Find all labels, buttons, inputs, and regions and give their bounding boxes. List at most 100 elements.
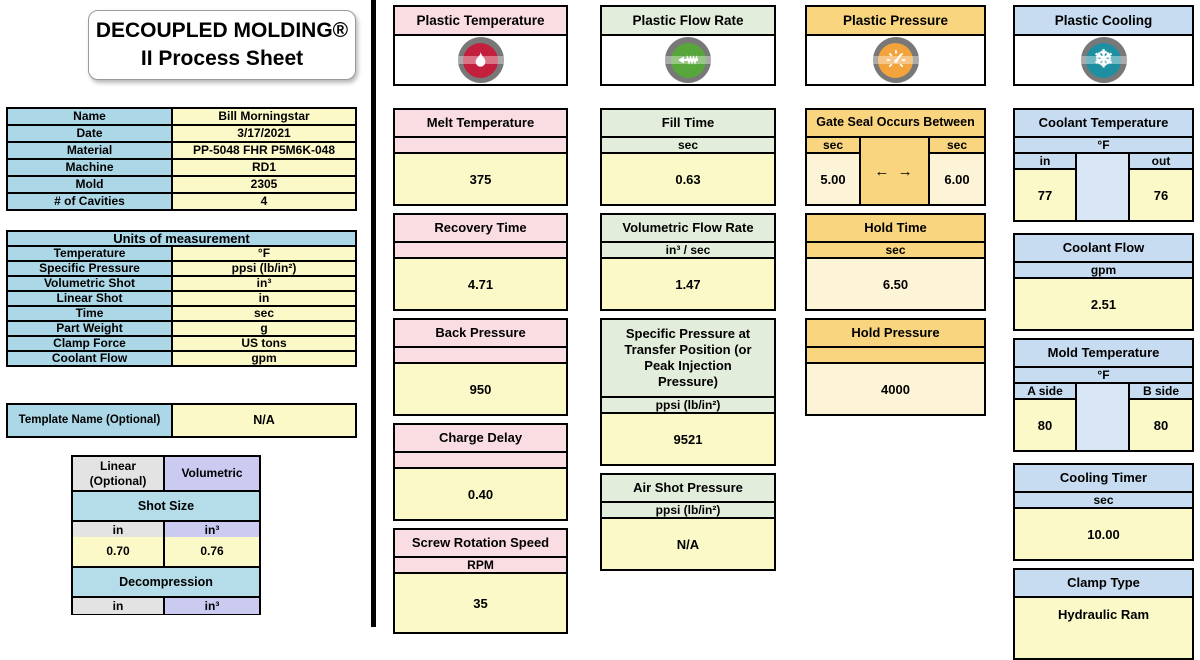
back-pressure-section: Back Pressure 950 [393,318,568,416]
coolant-temperature-section: Coolant Temperature °F in 77 out 76 [1013,108,1194,222]
coolant-out-value[interactable]: 76 [1130,170,1192,220]
sheet-title: DECOUPLED MOLDING® II Process Sheet [88,10,356,80]
plastic-cooling-title: Plastic Cooling [1015,7,1192,36]
gate-seal-unit-left: sec [807,138,859,154]
unit-value[interactable]: in³ [173,277,355,290]
plastic-cooling-header-box: Plastic Cooling ❄ [1013,5,1194,86]
gate-seal-section: Gate Seal Occurs Between sec 5.00 ← → se… [805,108,986,206]
volumetric-flow-rate-value[interactable]: 1.47 [602,259,774,309]
coolant-flow-section: Coolant Flow gpm 2.51 [1013,233,1194,331]
gate-seal-value-left[interactable]: 5.00 [807,154,859,204]
mold-label: Mold [8,177,173,192]
unit-value[interactable]: sec [173,307,355,320]
snowflake-glyph: ❄ [1093,46,1114,73]
linear-optional-header: Linear (Optional) [73,457,165,490]
coolant-flow-unit: gpm [1015,263,1192,279]
date-label: Date [8,126,173,141]
name-value[interactable]: Bill Morningstar [173,109,355,124]
mold-value[interactable]: 2305 [173,177,355,192]
hold-pressure-value[interactable]: 4000 [807,364,984,414]
hold-time-value[interactable]: 6.50 [807,259,984,309]
template-name-value[interactable]: N/A [173,405,355,436]
screw-rotation-speed-section: Screw Rotation Speed RPM 35 [393,528,568,634]
volumetric-flow-rate-section: Volumetric Flow Rate in³ / sec 1.47 [600,213,776,311]
gate-seal-label: Gate Seal Occurs Between [807,110,984,138]
clamp-type-label: Clamp Type [1015,570,1192,598]
clamp-type-value[interactable]: Hydraulic Ram [1015,598,1192,658]
charge-delay-label: Charge Delay [395,425,566,453]
air-shot-pressure-label: Air Shot Pressure [602,475,774,503]
hold-pressure-unit [807,348,984,364]
plastic-flow-rate-title: Plastic Flow Rate [602,7,774,36]
plastic-pressure-column: Plastic Pressure [805,0,986,627]
hold-time-section: Hold Time sec 6.50 [805,213,986,311]
melt-temperature-label: Melt Temperature [395,110,566,138]
hold-pressure-section: Hold Pressure 4000 [805,318,986,416]
coolant-temperature-spacer [1075,154,1130,220]
material-label: Material [8,143,173,158]
unit-value[interactable]: gpm [173,352,355,365]
shot-table-header-row: Linear (Optional) Volumetric [73,457,259,492]
recovery-time-value[interactable]: 4.71 [395,259,566,309]
mold-a-side-value[interactable]: 80 [1015,400,1075,450]
gauge-icon [869,37,922,83]
air-shot-pressure-value[interactable]: N/A [602,519,774,569]
coolant-temperature-label: Coolant Temperature [1015,110,1192,138]
charge-delay-value[interactable]: 0.40 [395,469,566,519]
unit-label: Clamp Force [8,337,173,350]
cooling-timer-value[interactable]: 10.00 [1015,509,1192,559]
shot-size-title: Shot Size [73,492,259,522]
cavities-value[interactable]: 4 [173,194,355,209]
clamp-type-section: Clamp Type Hydraulic Ram [1013,568,1194,660]
material-value[interactable]: PP-5048 FHR P5M6K-048 [173,143,355,158]
back-pressure-value[interactable]: 950 [395,364,566,414]
back-pressure-unit [395,348,566,364]
unit-value[interactable]: g [173,322,355,335]
charge-delay-section: Charge Delay 0.40 [393,423,568,521]
coolant-out-label: out [1130,154,1192,170]
unit-value[interactable]: US tons [173,337,355,350]
units-of-measurement-table: Units of measurement Temperature°F Speci… [6,230,357,367]
machine-label: Machine [8,160,173,175]
shot-size-unit-volumetric: in³ [165,522,259,539]
unit-value[interactable]: in [173,292,355,305]
volumetric-flow-rate-unit: in³ / sec [602,243,774,259]
coolant-in-value[interactable]: 77 [1015,170,1075,220]
specific-pressure-unit: ppsi (lb/in²) [602,398,774,414]
cavities-label: # of Cavities [8,194,173,209]
specific-pressure-value[interactable]: 9521 [602,414,774,464]
cooling-timer-label: Cooling Timer [1015,465,1192,493]
volumetric-flow-rate-label: Volumetric Flow Rate [602,215,774,243]
fill-time-value[interactable]: 0.63 [602,154,774,204]
shot-size-linear-value[interactable]: 0.70 [73,537,165,566]
date-value[interactable]: 3/17/2021 [173,126,355,141]
specific-pressure-section: Specific Pressure at Transfer Position (… [600,318,776,466]
melt-temperature-unit [395,138,566,154]
gate-seal-unit-right: sec [930,138,984,154]
coolant-flow-value[interactable]: 2.51 [1015,279,1192,329]
mold-b-side-value[interactable]: 80 [1130,400,1192,450]
decompression-unit-volumetric: in³ [165,598,259,615]
plastic-flow-rate-column: Plastic Flow Rate [600,0,776,627]
name-label: Name [8,109,173,124]
gate-seal-value-right[interactable]: 6.00 [930,154,984,204]
shot-size-volumetric-value[interactable]: 0.76 [165,537,259,566]
snowflake-icon: ❄ [1077,37,1130,83]
plastic-flow-rate-header-box: Plastic Flow Rate [600,5,776,86]
screw-rotation-speed-value[interactable]: 35 [395,574,566,632]
melt-temperature-value[interactable]: 375 [395,154,566,204]
unit-label: Temperature [8,247,173,260]
unit-value[interactable]: ppsi (lb/in²) [173,262,355,275]
machine-value[interactable]: RD1 [173,160,355,175]
unit-value[interactable]: °F [173,247,355,260]
plastic-temperature-column: Plastic Temperature Melt Temperature 375… [393,0,568,634]
cooling-timer-unit: sec [1015,493,1192,509]
cooling-timer-section: Cooling Timer sec 10.00 [1013,463,1194,561]
